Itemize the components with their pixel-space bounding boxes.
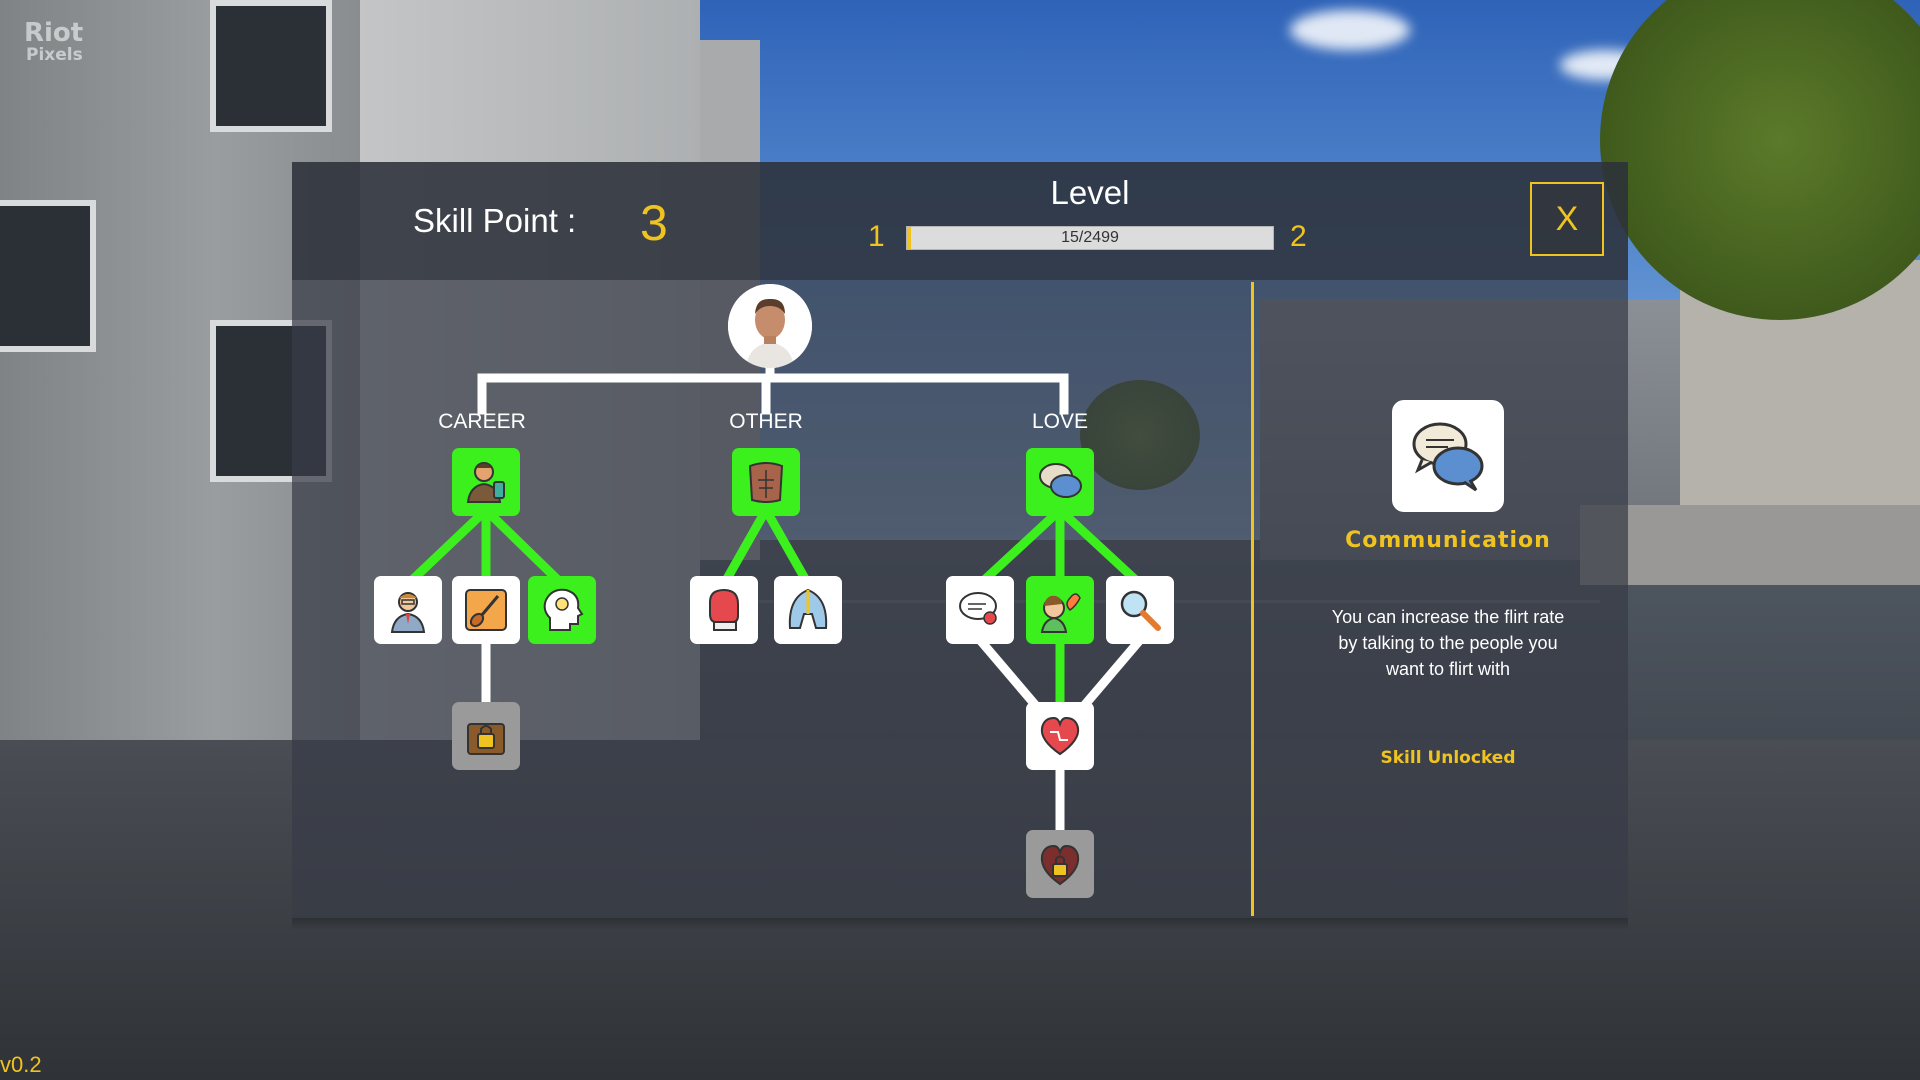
- businessman-icon: [390, 592, 426, 633]
- skill-node-career-root[interactable]: [452, 448, 520, 516]
- level-next: 2: [1290, 220, 1307, 253]
- heart-puzzle-icon: [1040, 716, 1080, 756]
- panel-divider: [1251, 282, 1254, 916]
- worker-phone-icon: [466, 462, 505, 503]
- locked-briefcase-icon: [467, 723, 505, 755]
- skill-node-love-root[interactable]: [1026, 448, 1094, 516]
- skill-node-career-3[interactable]: [528, 576, 596, 644]
- skill-node-other-2[interactable]: [774, 576, 842, 644]
- xp-progress-fill: [907, 227, 912, 249]
- level-title: Level: [1050, 174, 1130, 211]
- skill-node-love-4[interactable]: [1026, 702, 1094, 770]
- chat-bubbles-icon: [1039, 463, 1082, 498]
- close-button[interactable]: X: [1530, 182, 1604, 256]
- chat-bubbles-icon: [1412, 422, 1484, 492]
- skill-node-love-3[interactable]: [1106, 576, 1174, 644]
- watermark: Riot Pixels: [24, 18, 84, 66]
- xp-progress-text: 15/2499: [1061, 229, 1119, 246]
- skill-node-other-root[interactable]: [732, 448, 800, 516]
- branch-label-career: CAREER: [438, 410, 526, 433]
- selected-skill-description: You can increase the flirt rate by talki…: [1331, 607, 1565, 679]
- selected-skill-status: Skill Unlocked: [1380, 748, 1516, 768]
- player-portrait-icon: [728, 284, 812, 368]
- skill-node-love-locked[interactable]: [1026, 830, 1094, 898]
- watermark-line2: Pixels: [26, 45, 83, 65]
- cloud: [1290, 10, 1410, 50]
- branch-label-other: OTHER: [729, 410, 803, 433]
- selected-skill-name: Communication: [1345, 528, 1551, 553]
- guitar-icon: [465, 589, 507, 631]
- skill-node-other-1[interactable]: [690, 576, 758, 644]
- xp-progress-bar: 15/2499: [906, 226, 1274, 250]
- flirt-face-icon: [1040, 593, 1081, 633]
- locked-heart-icon: [1040, 844, 1080, 886]
- skill-node-career-1[interactable]: [374, 576, 442, 644]
- selected-skill-icon: [1392, 400, 1504, 512]
- skill-node-love-2[interactable]: [1026, 576, 1094, 644]
- skill-point-label: Skill Point :: [413, 202, 577, 239]
- skills-panel-header: [292, 162, 1628, 280]
- tree: [1600, 0, 1920, 320]
- helmet-icon: [788, 588, 828, 629]
- level-current: 1: [868, 220, 885, 253]
- wall: [1580, 505, 1920, 585]
- skill-node-career-locked[interactable]: [452, 702, 520, 770]
- magnifier-icon: [1120, 590, 1161, 631]
- head-idea-icon: [543, 588, 584, 631]
- boxing-glove-icon: [709, 588, 739, 631]
- torso-muscle-icon: [748, 462, 784, 503]
- message-heart-icon: [959, 592, 997, 625]
- version-label: v0.2: [0, 1052, 42, 1077]
- branch-label-love: LOVE: [1031, 410, 1089, 433]
- skill-node-love-1[interactable]: [946, 576, 1014, 644]
- skill-node-career-2[interactable]: [452, 576, 520, 644]
- watermark-line1: Riot: [24, 18, 84, 48]
- skill-point-value: 3: [640, 195, 668, 251]
